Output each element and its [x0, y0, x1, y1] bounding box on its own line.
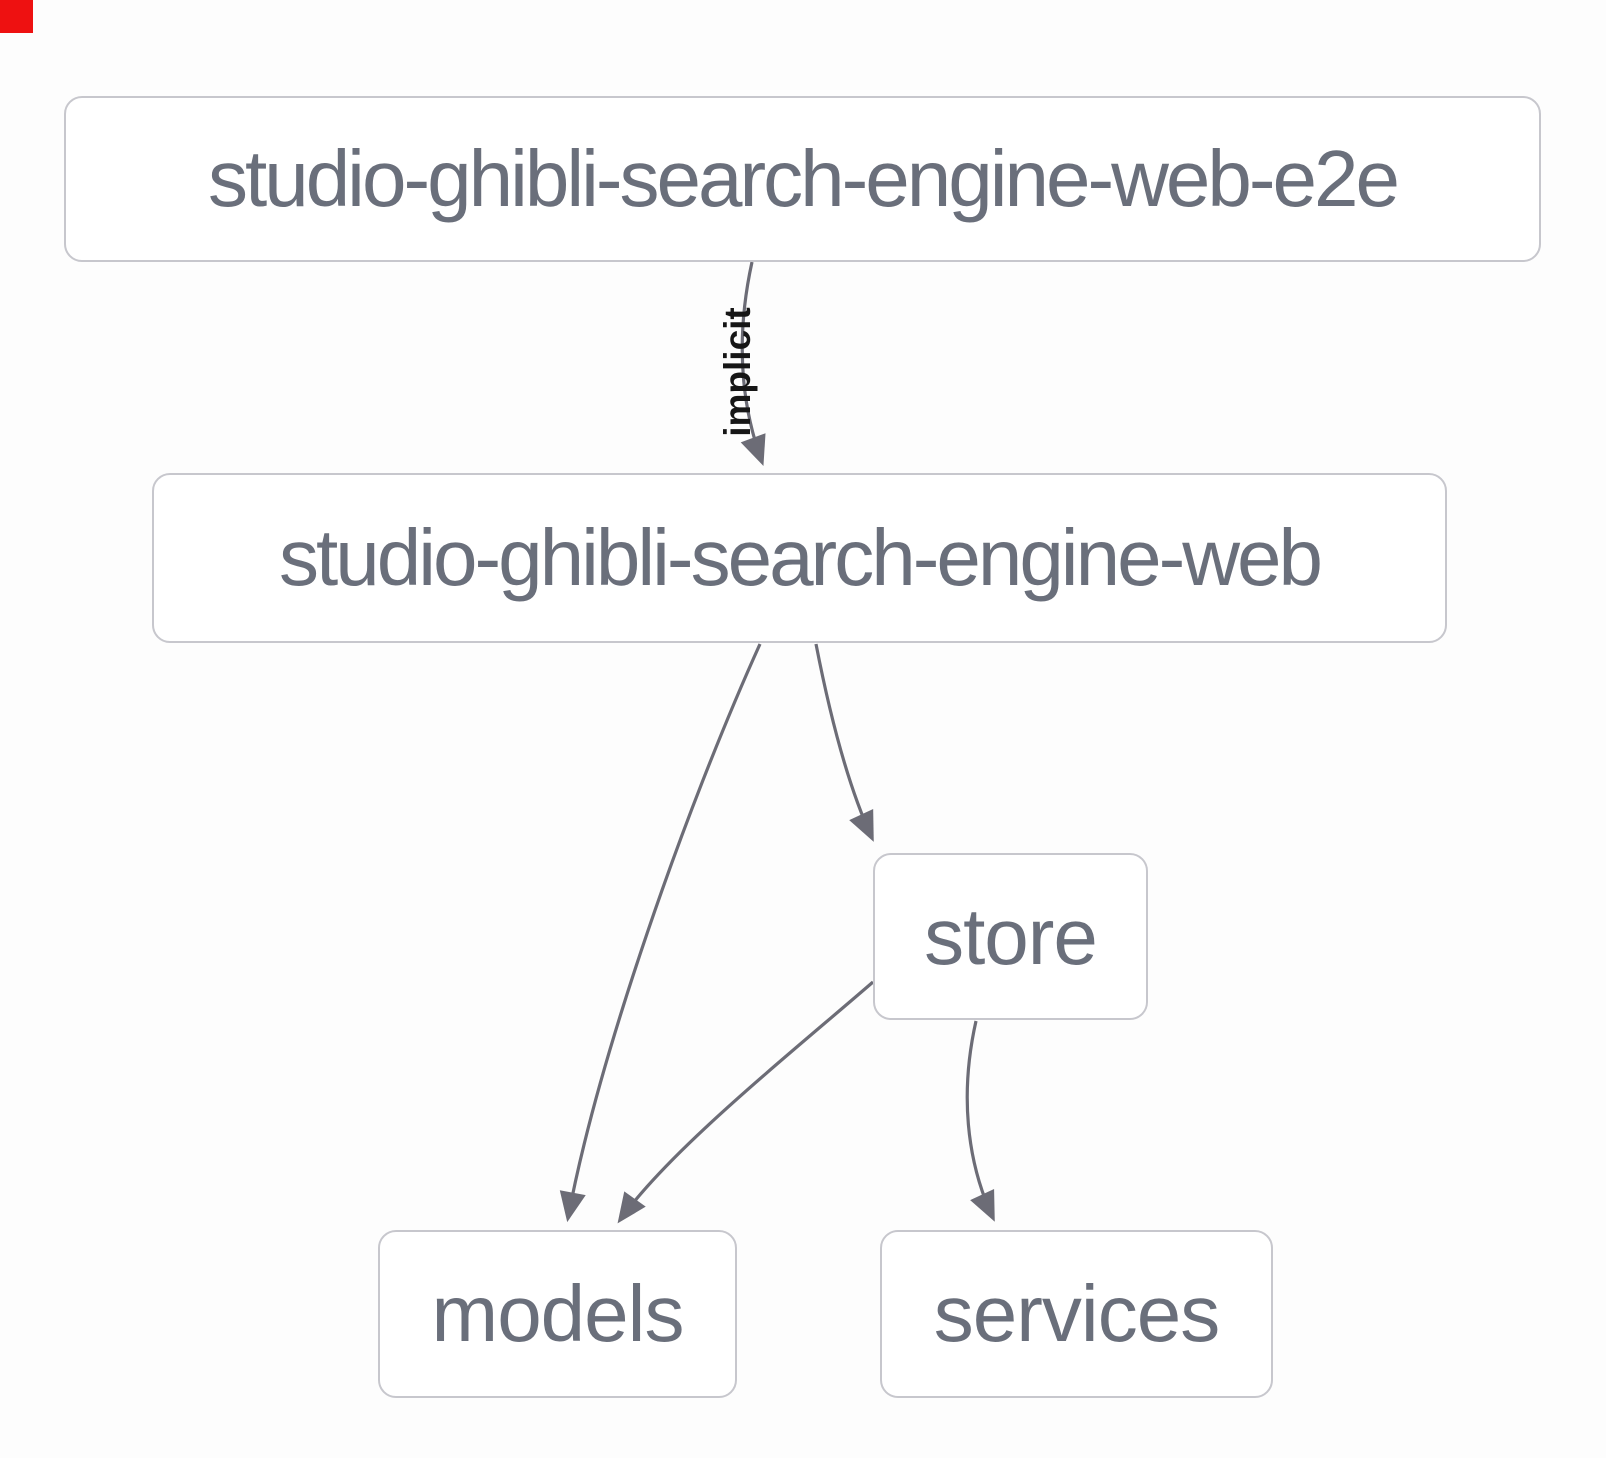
- edge-label-implicit: implicit: [717, 307, 758, 437]
- red-corner-marker: [0, 0, 33, 33]
- edge-web-to-models: [559, 643, 762, 1223]
- edge-store-to-models: [617, 980, 875, 1224]
- edge-e2e-to-web: [740, 261, 766, 466]
- node-services[interactable]: services: [880, 1230, 1273, 1398]
- node-label: services: [933, 1269, 1220, 1358]
- node-store[interactable]: store: [873, 853, 1148, 1020]
- node-studio-ghibli-search-engine-web[interactable]: studio-ghibli-search-engine-web: [152, 473, 1447, 643]
- edge-store-to-services: [965, 1020, 995, 1222]
- node-label: store: [924, 891, 1098, 981]
- node-models[interactable]: models: [378, 1230, 737, 1398]
- edge-web-to-store: [814, 643, 874, 842]
- node-label: studio-ghibli-search-engine-web-e2e: [207, 134, 1400, 223]
- node-label: models: [431, 1269, 685, 1358]
- node-label: studio-ghibli-search-engine-web: [279, 513, 1323, 602]
- node-studio-ghibli-search-engine-web-e2e[interactable]: studio-ghibli-search-engine-web-e2e: [64, 96, 1541, 262]
